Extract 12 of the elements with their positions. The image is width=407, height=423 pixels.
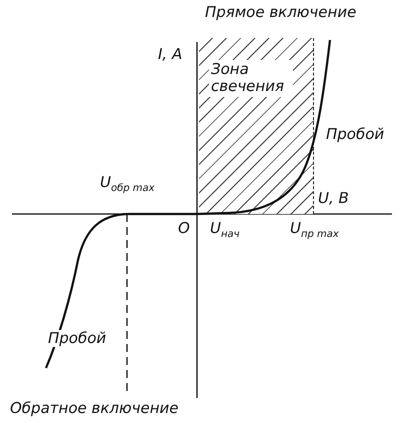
heading: Обратное включение	[10, 400, 178, 416]
hatched-zone	[199, 38, 314, 214]
origin-label: O	[178, 220, 190, 236]
voltage-label: U$_{обр max}$	[100, 174, 155, 194]
voltage-label: U$_{нач}$	[210, 220, 240, 240]
voltage-label: U$_{пр max}$	[290, 220, 339, 240]
heading: Прямое включение	[205, 4, 356, 20]
breakdown-label: Пробой	[48, 330, 106, 346]
axis-label: I, A	[158, 46, 182, 62]
zone-label: Зона свечения	[209, 60, 293, 96]
axis-label: U, B	[318, 190, 349, 206]
breakdown-label: Пробой	[326, 126, 384, 142]
